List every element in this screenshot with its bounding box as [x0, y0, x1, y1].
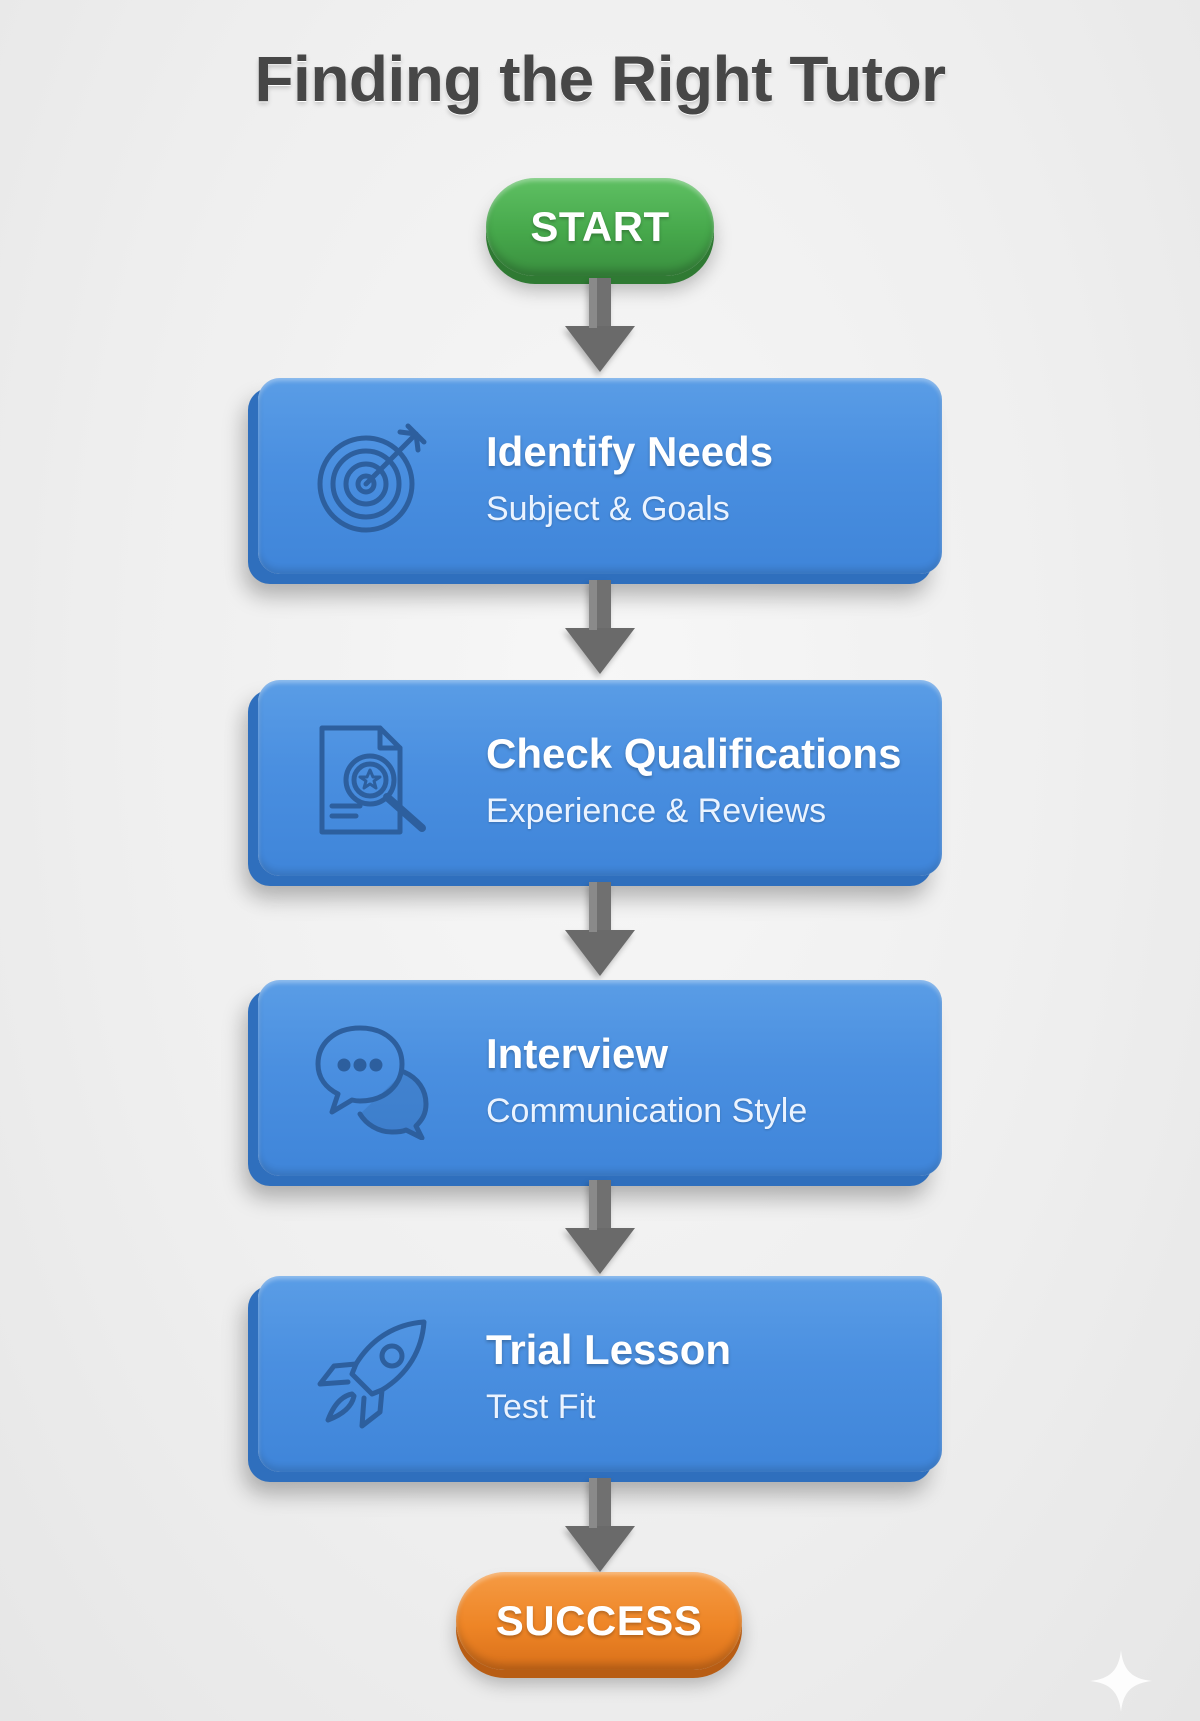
step-title: Check Qualifications [486, 730, 902, 777]
success-node: SUCCESS [456, 1572, 742, 1670]
step-card-identify-needs: Identify Needs Subject & Goals [258, 378, 942, 574]
document-search-icon [312, 720, 432, 840]
step-subtitle: Test Fit [486, 1388, 596, 1426]
page-title: Finding the Right Tutor [254, 43, 946, 115]
step-card-trial-lesson: Trial Lesson Test Fit [258, 1276, 942, 1472]
step-title: Trial Lesson [486, 1326, 732, 1373]
step-title: Interview [486, 1030, 669, 1077]
step-subtitle: Communication Style [486, 1092, 808, 1130]
arrow-down-icon [565, 1180, 635, 1276]
step-subtitle: Subject & Goals [486, 490, 730, 528]
sparkle-icon [1088, 1648, 1154, 1714]
step-subtitle: Experience & Reviews [486, 792, 827, 830]
arrow-down-icon [565, 278, 635, 374]
chat-bubbles-icon [312, 1020, 432, 1140]
step-card-interview: Interview Communication Style [258, 980, 942, 1176]
step-card-check-qualifications: Check Qualifications Experience & Review… [258, 680, 942, 876]
arrow-down-icon [565, 580, 635, 676]
start-node: START [486, 178, 714, 276]
target-icon [312, 418, 432, 538]
arrow-down-icon [565, 882, 635, 978]
step-title: Identify Needs [486, 428, 774, 475]
arrow-down-icon [565, 1478, 635, 1574]
rocket-icon [312, 1316, 432, 1436]
